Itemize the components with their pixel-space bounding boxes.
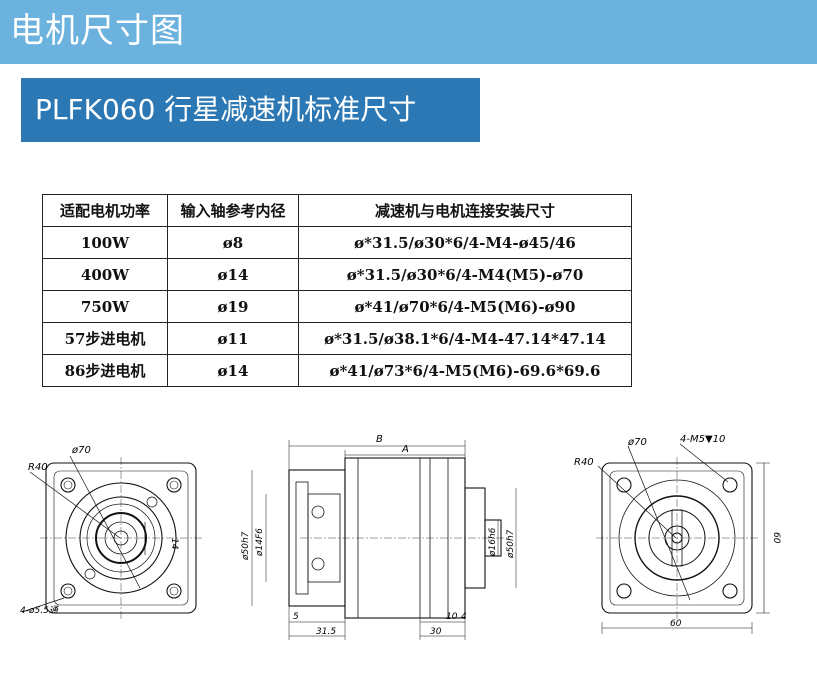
label-width-60: 60 bbox=[670, 619, 682, 629]
bolt-hole bbox=[60, 477, 76, 493]
label-key: 14 bbox=[169, 538, 179, 550]
cell-shaft: ø19 bbox=[167, 290, 299, 323]
bolt-hole bbox=[616, 477, 632, 493]
header-bar: 电机尺寸图 bbox=[0, 0, 817, 64]
cell-power: 57步进电机 bbox=[42, 322, 168, 355]
table-row: 86步进电机 ø14 ø*41/ø73*6/4-M5(M6)-69.6*69.6 bbox=[42, 354, 632, 387]
label-r40-right: R40 bbox=[574, 457, 594, 468]
cell-mount: ø*31.5/ø30*6/4-M4(M5)-ø70 bbox=[298, 258, 632, 291]
cell-mount: ø*31.5/ø30*6/4-M4-ø45/46 bbox=[298, 226, 632, 259]
front-view-drawing bbox=[21, 455, 202, 619]
cell-shaft: ø14 bbox=[167, 354, 299, 387]
label-phi50-output: ø50h7 bbox=[506, 529, 516, 559]
bolt-hole bbox=[166, 583, 182, 599]
bolt-hole bbox=[616, 583, 632, 599]
bolt-hole bbox=[166, 477, 182, 493]
dimension-table: 适配电机功率 输入轴参考内径 减速机与电机连接安装尺寸 100W ø8 ø*31… bbox=[42, 194, 632, 387]
label-dim-a: A bbox=[401, 444, 409, 455]
label-phi14: ø14F6 bbox=[255, 528, 265, 557]
cell-shaft: ø14 bbox=[167, 258, 299, 291]
label-dim-31-5: 31.5 bbox=[316, 627, 336, 637]
page-title: 电机尺寸图 bbox=[10, 11, 185, 51]
cell-power: 400W bbox=[42, 258, 168, 291]
table-row: 100W ø8 ø*31.5/ø30*6/4-M4-ø45/46 bbox=[42, 226, 632, 259]
cell-shaft: ø8 bbox=[167, 226, 299, 259]
bolt-hole bbox=[722, 477, 738, 493]
label-phi70-left: ø70 bbox=[71, 445, 91, 456]
bolt-hole bbox=[722, 583, 738, 599]
cell-shaft: ø11 bbox=[167, 322, 299, 355]
cell-mount: ø*41/ø73*6/4-M5(M6)-69.6*69.6 bbox=[298, 354, 632, 387]
cell-power: 100W bbox=[42, 226, 168, 259]
label-phi70-right: ø70 bbox=[627, 437, 647, 448]
label-dim-b: B bbox=[376, 434, 383, 445]
technical-drawings: ø70 R40 4-ø5.5通 14 B A bbox=[20, 434, 781, 640]
label-dim-5: 5 bbox=[293, 612, 299, 622]
table-row: 750W ø19 ø*41/ø70*6/4-M5(M6)-ø90 bbox=[42, 290, 632, 323]
subheader-bar: PLFK060 行星减速机标准尺寸 bbox=[21, 78, 480, 142]
header-mounting-size: 减速机与电机连接安装尺寸 bbox=[298, 194, 632, 227]
cell-mount: ø*41/ø70*6/4-M5(M6)-ø90 bbox=[298, 290, 632, 323]
label-height-60: 60 bbox=[771, 532, 781, 544]
label-r40-left: R40 bbox=[28, 462, 48, 473]
label-phi16: ø16h6 bbox=[488, 527, 498, 557]
product-title: PLFK060 行星减速机标准尺寸 bbox=[35, 93, 417, 126]
label-dim-4: 4 bbox=[461, 612, 467, 622]
label-dim-10: 10 bbox=[446, 612, 458, 622]
header-shaft-diameter: 输入轴参考内径 bbox=[167, 194, 299, 227]
side-view-drawing bbox=[251, 440, 517, 640]
cell-power: 750W bbox=[42, 290, 168, 323]
label-holes: 4-ø5.5通 bbox=[20, 605, 59, 616]
label-phi50-motor: ø50h7 bbox=[241, 531, 251, 561]
header-motor-power: 适配电机功率 bbox=[42, 194, 168, 227]
label-thread: 4-M5▼10 bbox=[680, 434, 725, 445]
table-row: 400W ø14 ø*31.5/ø30*6/4-M4(M5)-ø70 bbox=[42, 258, 632, 291]
bolt-hole bbox=[60, 583, 76, 599]
label-dim-30: 30 bbox=[430, 627, 442, 637]
cell-mount: ø*31.5/ø38.1*6/4-M4-47.14*47.14 bbox=[298, 322, 632, 355]
cell-power: 86步进电机 bbox=[42, 354, 168, 387]
table-row: 57步进电机 ø11 ø*31.5/ø38.1*6/4-M4-47.14*47.… bbox=[42, 322, 632, 355]
table-header-row: 适配电机功率 输入轴参考内径 减速机与电机连接安装尺寸 bbox=[42, 194, 632, 227]
output-view-drawing bbox=[596, 443, 770, 634]
